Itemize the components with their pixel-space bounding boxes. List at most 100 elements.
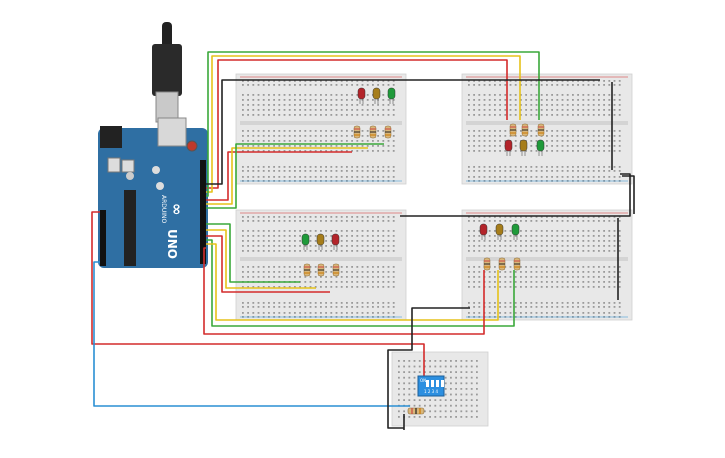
hole <box>598 104 600 106</box>
hole <box>325 250 327 252</box>
hole <box>340 114 343 116</box>
hole <box>377 114 379 116</box>
hole <box>494 170 496 172</box>
hole <box>330 130 333 132</box>
hole <box>294 176 296 178</box>
hole <box>351 176 353 178</box>
hole <box>504 130 507 132</box>
hole <box>613 94 616 96</box>
arduino-uno-board[interactable]: ∞ ARDUINO UNO <box>98 117 208 268</box>
hole <box>356 281 359 283</box>
hole <box>488 104 491 106</box>
hole <box>361 109 364 111</box>
hole <box>551 130 553 132</box>
hole <box>483 80 486 82</box>
wires <box>91 51 635 430</box>
hole <box>330 240 333 242</box>
hole <box>494 109 496 111</box>
hole <box>478 271 481 273</box>
hole <box>320 94 322 96</box>
hole <box>478 99 481 101</box>
hole <box>470 388 473 390</box>
hole <box>520 109 522 111</box>
hole <box>304 145 307 147</box>
hole <box>473 140 475 142</box>
hole <box>572 80 574 82</box>
hole <box>304 312 307 314</box>
hole <box>582 150 585 152</box>
hole <box>504 170 507 172</box>
hole <box>294 140 296 142</box>
hole <box>283 276 286 278</box>
hole <box>356 104 359 106</box>
hole <box>488 80 491 82</box>
hole <box>398 365 400 368</box>
dip-switch[interactable]: ON 1 2 3 4 <box>417 375 445 397</box>
hole <box>561 266 564 268</box>
hole <box>561 84 564 86</box>
hole <box>572 266 574 268</box>
hole <box>483 109 486 111</box>
hole <box>325 130 327 132</box>
hole <box>598 84 600 86</box>
hole <box>566 250 569 252</box>
hole <box>257 80 260 82</box>
hole <box>320 230 322 232</box>
hole <box>262 230 265 232</box>
hole <box>366 266 369 268</box>
hole <box>382 94 385 96</box>
hole <box>494 245 496 247</box>
hole <box>613 271 616 273</box>
hole <box>377 306 379 308</box>
hole <box>608 114 611 116</box>
hole <box>566 114 569 116</box>
hole <box>283 230 286 232</box>
hole <box>546 216 548 218</box>
hole <box>577 266 579 268</box>
hole <box>577 130 579 132</box>
hole <box>598 266 600 268</box>
hole <box>314 104 317 106</box>
hole <box>577 271 579 273</box>
hole <box>304 104 307 106</box>
hole <box>366 302 369 304</box>
hole <box>592 176 595 178</box>
hole <box>618 230 621 232</box>
hole <box>577 80 579 82</box>
hole <box>283 235 286 237</box>
hole <box>488 216 491 218</box>
hole <box>608 266 611 268</box>
hole <box>488 170 491 172</box>
hole <box>608 135 611 137</box>
hole <box>377 240 379 242</box>
hole <box>592 266 595 268</box>
hole <box>494 145 496 147</box>
hole <box>382 84 385 86</box>
hole <box>382 109 385 111</box>
hole <box>613 230 616 232</box>
hole <box>294 109 296 111</box>
hole <box>592 306 595 308</box>
hole <box>476 410 478 413</box>
hole <box>572 216 574 218</box>
hole <box>257 99 260 101</box>
hole <box>340 104 343 106</box>
hole <box>556 235 559 237</box>
hole <box>478 245 481 247</box>
hole <box>408 388 411 390</box>
hole <box>335 84 338 86</box>
yellow-led <box>519 139 528 152</box>
hole <box>356 216 359 218</box>
hole <box>387 230 390 232</box>
hole <box>294 150 296 152</box>
hole <box>356 166 359 168</box>
hole <box>530 220 533 222</box>
hole <box>499 245 501 247</box>
hole <box>361 286 364 288</box>
hole <box>556 250 559 252</box>
hole <box>530 94 533 96</box>
hole <box>335 166 338 168</box>
hole <box>247 220 249 222</box>
hole <box>465 410 468 413</box>
hole <box>499 80 501 82</box>
